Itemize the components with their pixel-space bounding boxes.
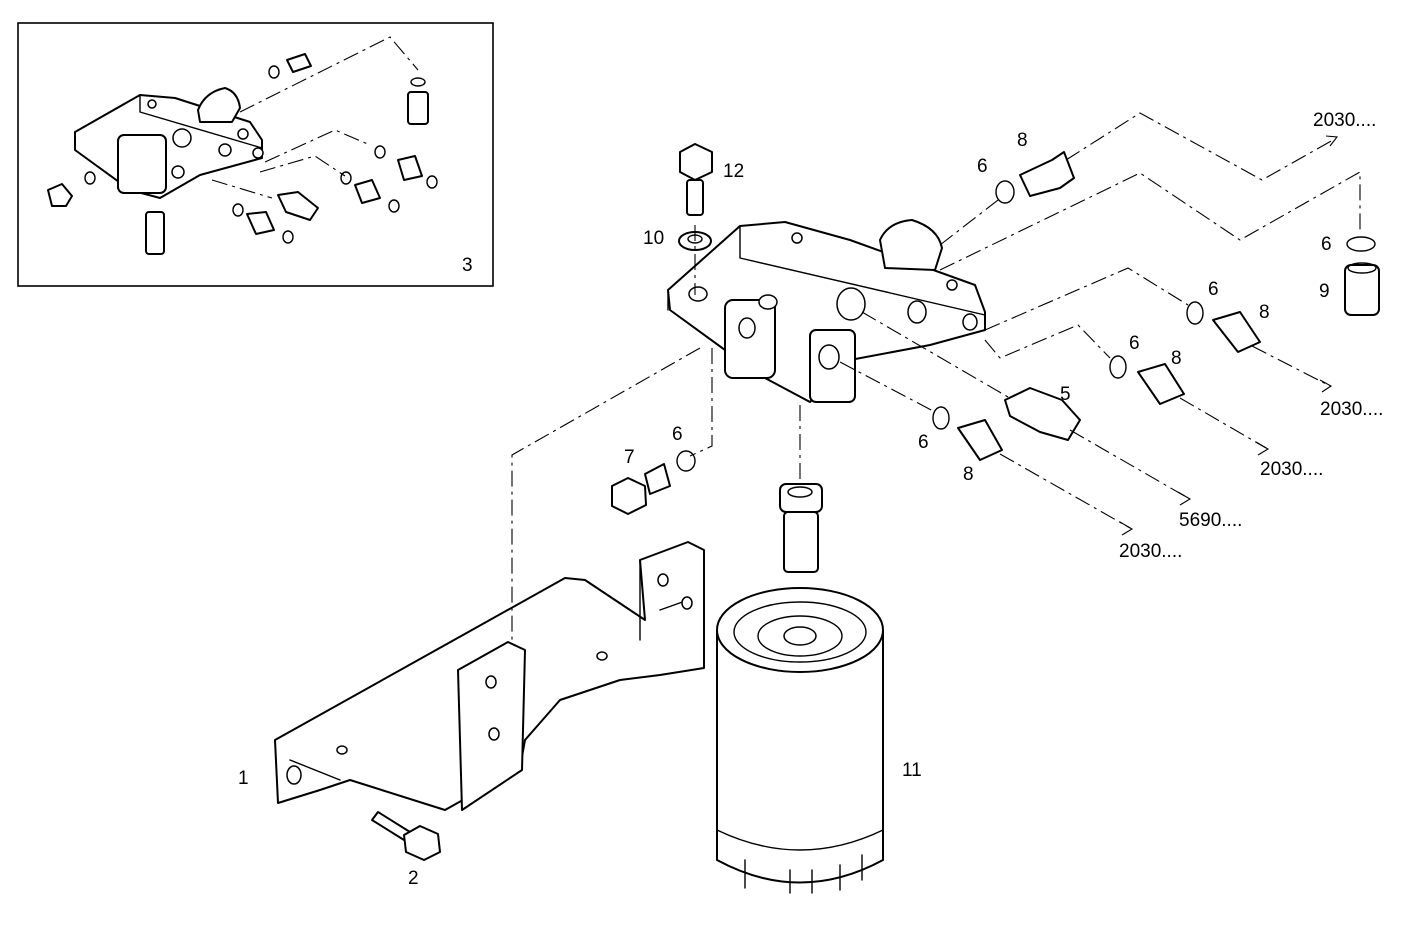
callout-6-lower: 6 bbox=[918, 432, 929, 453]
reference-arrows bbox=[1119, 135, 1339, 536]
callout-6-plug: 6 bbox=[672, 424, 683, 445]
callout-10: 10 bbox=[643, 228, 664, 249]
callout-6-mid: 6 bbox=[1129, 333, 1140, 354]
housing-bolt bbox=[679, 143, 713, 216]
reference-sensor: 5690.... bbox=[1179, 510, 1242, 531]
oil-filter-cartridge bbox=[716, 587, 884, 894]
callout-9: 9 bbox=[1319, 281, 1330, 302]
threaded-nipple bbox=[779, 483, 823, 573]
bracket-bolt bbox=[371, 811, 441, 861]
o-rings bbox=[676, 180, 1376, 472]
callout-8-lower: 8 bbox=[963, 464, 974, 485]
inset-assembly-view bbox=[17, 22, 494, 287]
callout-5: 5 bbox=[1060, 384, 1071, 405]
reference-right: 2030.... bbox=[1320, 399, 1383, 420]
reference-codes: 2030.... 2030.... 2030.... 5690.... 2030… bbox=[1119, 110, 1383, 562]
callout-7: 7 bbox=[624, 447, 635, 468]
filter-head-housing bbox=[667, 219, 986, 403]
callout-8-mid: 8 bbox=[1171, 348, 1182, 369]
callout-6-upper-mid: 6 bbox=[1208, 279, 1219, 300]
reference-mid: 2030.... bbox=[1260, 459, 1323, 480]
callout-8-top: 8 bbox=[1017, 130, 1028, 151]
callout-11: 11 bbox=[902, 760, 922, 781]
callout-12: 12 bbox=[723, 161, 744, 182]
callout-3: 3 bbox=[462, 255, 473, 276]
callout-8-upper-mid: 8 bbox=[1259, 302, 1270, 323]
reference-lower: 2030.... bbox=[1119, 541, 1182, 562]
mounting-bracket bbox=[274, 541, 705, 811]
leader-lines bbox=[511, 112, 1361, 640]
pressure-sensor bbox=[1004, 387, 1081, 441]
callout-labels: 1 2 3 5 6 6 6 6 6 6 7 8 8 8 8 9 10 11 12 bbox=[238, 130, 1332, 889]
hose-fittings bbox=[957, 151, 1380, 461]
callout-1: 1 bbox=[238, 768, 249, 789]
drain-plug bbox=[611, 463, 671, 515]
reference-top: 2030.... bbox=[1313, 110, 1376, 131]
callout-2: 2 bbox=[408, 868, 419, 889]
callout-6-right: 6 bbox=[1321, 234, 1332, 255]
callout-6-top: 6 bbox=[977, 156, 988, 177]
